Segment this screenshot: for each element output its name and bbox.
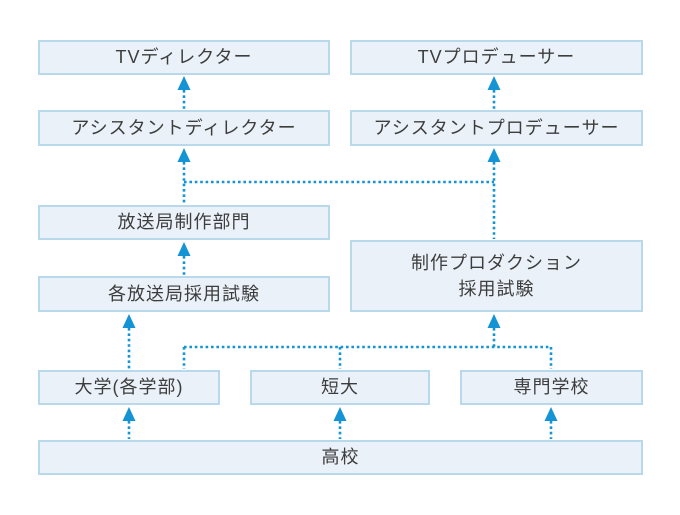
node-broadcaster-exam: 各放送局採用試験: [38, 276, 330, 312]
node-assistant-director: アシスタントディレクター: [38, 110, 330, 146]
node-assistant-producer: アシスタントプロデューサー: [350, 110, 643, 146]
node-production-company-exam: 制作プロダクション 採用試験: [350, 240, 643, 312]
up-arrowhead-icon: [177, 148, 191, 162]
up-arrowhead-icon: [122, 314, 136, 328]
node-broadcast-production-dept: 放送局制作部門: [38, 205, 330, 240]
up-arrowhead-icon: [487, 76, 501, 90]
up-arrowhead-icon: [487, 314, 501, 328]
node-high-school: 高校: [38, 440, 643, 475]
node-vocational-school: 専門学校: [460, 370, 643, 405]
up-arrowhead-icon: [177, 76, 191, 90]
up-arrowhead-icon: [177, 242, 191, 256]
up-arrowhead-icon: [122, 407, 136, 421]
node-tv-producer: TVプロデューサー: [350, 40, 643, 75]
node-tv-director: TVディレクター: [38, 40, 330, 75]
up-arrowhead-icon: [333, 407, 347, 421]
node-junior-college: 短大: [250, 370, 430, 405]
up-arrowhead-icon: [487, 148, 501, 162]
node-university: 大学(各学部): [38, 370, 220, 405]
up-arrowhead-icon: [544, 407, 558, 421]
